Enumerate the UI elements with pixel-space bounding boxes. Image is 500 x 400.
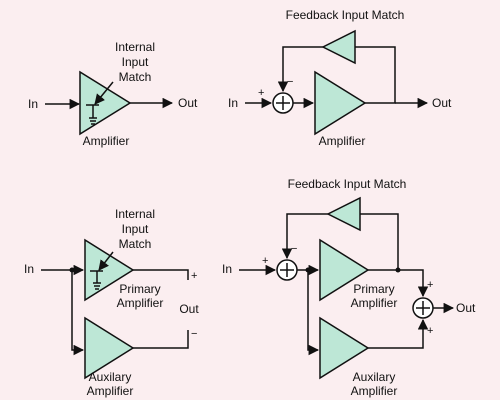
panel-internal-match-amplifier: In Internal Input Match Out Amplifier bbox=[28, 40, 198, 148]
amplifier-label: Amplifier bbox=[117, 296, 164, 310]
internal-label: Internal bbox=[115, 40, 155, 54]
feedback-amplifier-triangle bbox=[321, 29, 356, 65]
auxiliary-output-arrow bbox=[368, 318, 429, 349]
output-label: Out bbox=[432, 96, 452, 110]
internal-match-symbol bbox=[90, 270, 103, 290]
primary-label: Primary bbox=[353, 282, 394, 296]
plus-sign: + bbox=[262, 255, 268, 267]
amplifier-label: Amplifier bbox=[83, 134, 130, 148]
input-word-label: Input bbox=[122, 222, 149, 236]
primary-amplifier-triangle bbox=[84, 238, 135, 302]
output-label: Out bbox=[178, 96, 198, 110]
panel-feedback-match-amplifier: Feedback Input Match In + − Out Amplifie… bbox=[228, 8, 452, 148]
feedback-path-in bbox=[281, 213, 328, 260]
primary-output-arrow bbox=[368, 269, 429, 298]
minus-sign: − bbox=[191, 328, 197, 340]
plus-sign: + bbox=[191, 270, 197, 282]
internal-match-pointer bbox=[98, 251, 114, 271]
panel-internal-match-auxiliary: Internal Input Match In Primary Amplifie… bbox=[24, 207, 199, 398]
match-label: Match bbox=[119, 237, 152, 251]
auxiliary-input-arrow bbox=[307, 270, 320, 356]
primary-label: Primary bbox=[119, 282, 160, 296]
primary-output-line bbox=[133, 269, 189, 280]
plus-sign: + bbox=[427, 279, 433, 291]
auxiliary-input-arrow bbox=[71, 270, 85, 356]
internal-match-pointer bbox=[94, 81, 114, 105]
auxilary-label: Auxilary bbox=[353, 370, 396, 384]
feedback-title: Feedback Input Match bbox=[288, 177, 407, 191]
auxiliary-output-line bbox=[133, 330, 189, 349]
input-label: In bbox=[24, 262, 34, 276]
auxilary-label: Auxilary bbox=[89, 370, 132, 384]
plus-sign: + bbox=[258, 87, 264, 99]
input-label: In bbox=[28, 97, 38, 111]
panel-feedback-match-auxiliary: Feedback Input Match In + Primary Amplif… bbox=[222, 177, 476, 398]
plus-sign: + bbox=[427, 325, 433, 337]
amplifier-label: Amplifier bbox=[87, 384, 134, 398]
auxiliary-amplifier-triangle bbox=[319, 316, 370, 380]
feedback-amplifier-triangle bbox=[326, 196, 361, 232]
input-word-label: Input bbox=[122, 55, 149, 69]
input-label: In bbox=[228, 96, 238, 110]
feedback-path-out bbox=[355, 46, 396, 104]
output-label: Out bbox=[456, 301, 476, 315]
amplifier-label: Amplifier bbox=[351, 384, 398, 398]
minus-sign: − bbox=[287, 76, 293, 88]
auxiliary-amplifier-triangle bbox=[84, 316, 135, 380]
match-label: Match bbox=[119, 70, 152, 84]
feedback-title: Feedback Input Match bbox=[286, 8, 405, 22]
feedback-path-in bbox=[277, 46, 323, 93]
amplifier-label: Amplifier bbox=[351, 296, 398, 310]
internal-label: Internal bbox=[115, 207, 155, 221]
feedback-path-out bbox=[360, 213, 399, 270]
primary-amplifier-triangle bbox=[319, 238, 370, 302]
internal-match-symbol bbox=[86, 104, 99, 125]
amplifier-label: Amplifier bbox=[319, 134, 366, 148]
output-label: Out bbox=[179, 302, 199, 316]
minus-sign: − bbox=[291, 243, 297, 255]
amplifier-triangle bbox=[314, 70, 367, 136]
input-label: In bbox=[222, 262, 232, 276]
